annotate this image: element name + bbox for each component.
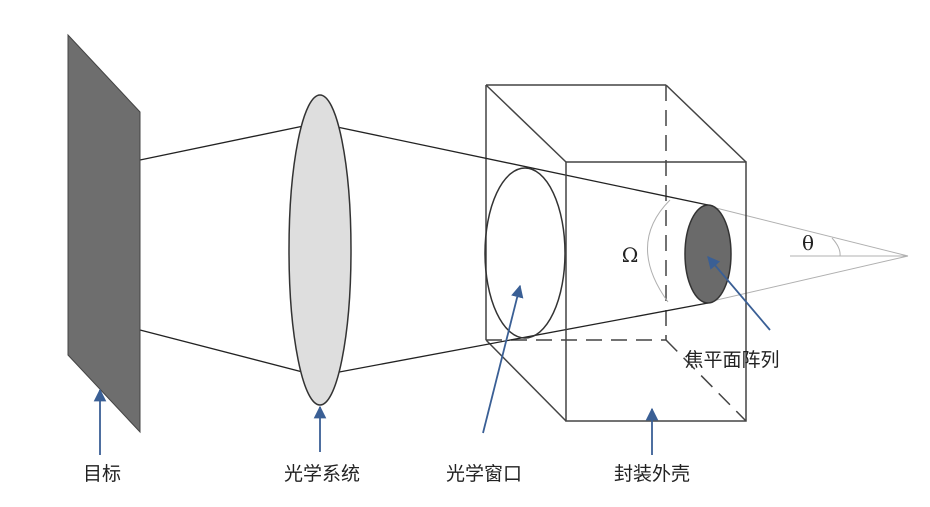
label-focal-plane-array: 焦平面阵列: [684, 349, 779, 371]
label-optical-system: 光学系统: [284, 463, 360, 485]
label-half-angle: θ: [802, 231, 814, 255]
focal-plane-array: [684, 204, 732, 304]
ray-lines: [139, 122, 709, 377]
label-optical-window: 光学窗口: [446, 463, 522, 485]
package-shell-front: [565, 161, 747, 422]
pointer-arrows: [93, 256, 771, 455]
label-target: 目标: [83, 463, 121, 485]
package-shell-back: [485, 84, 747, 422]
optical-window: [484, 167, 566, 339]
arrow-to-optical-window: [482, 284, 524, 434]
label-package-shell: 封装外壳: [614, 463, 690, 485]
optical-system-lens: [288, 94, 352, 406]
angle-guide-lines: [647, 199, 909, 303]
arrow-to-focal-plane-array: [707, 256, 771, 331]
label-solid-angle: Ω: [622, 243, 639, 267]
target-plate: [67, 33, 141, 434]
